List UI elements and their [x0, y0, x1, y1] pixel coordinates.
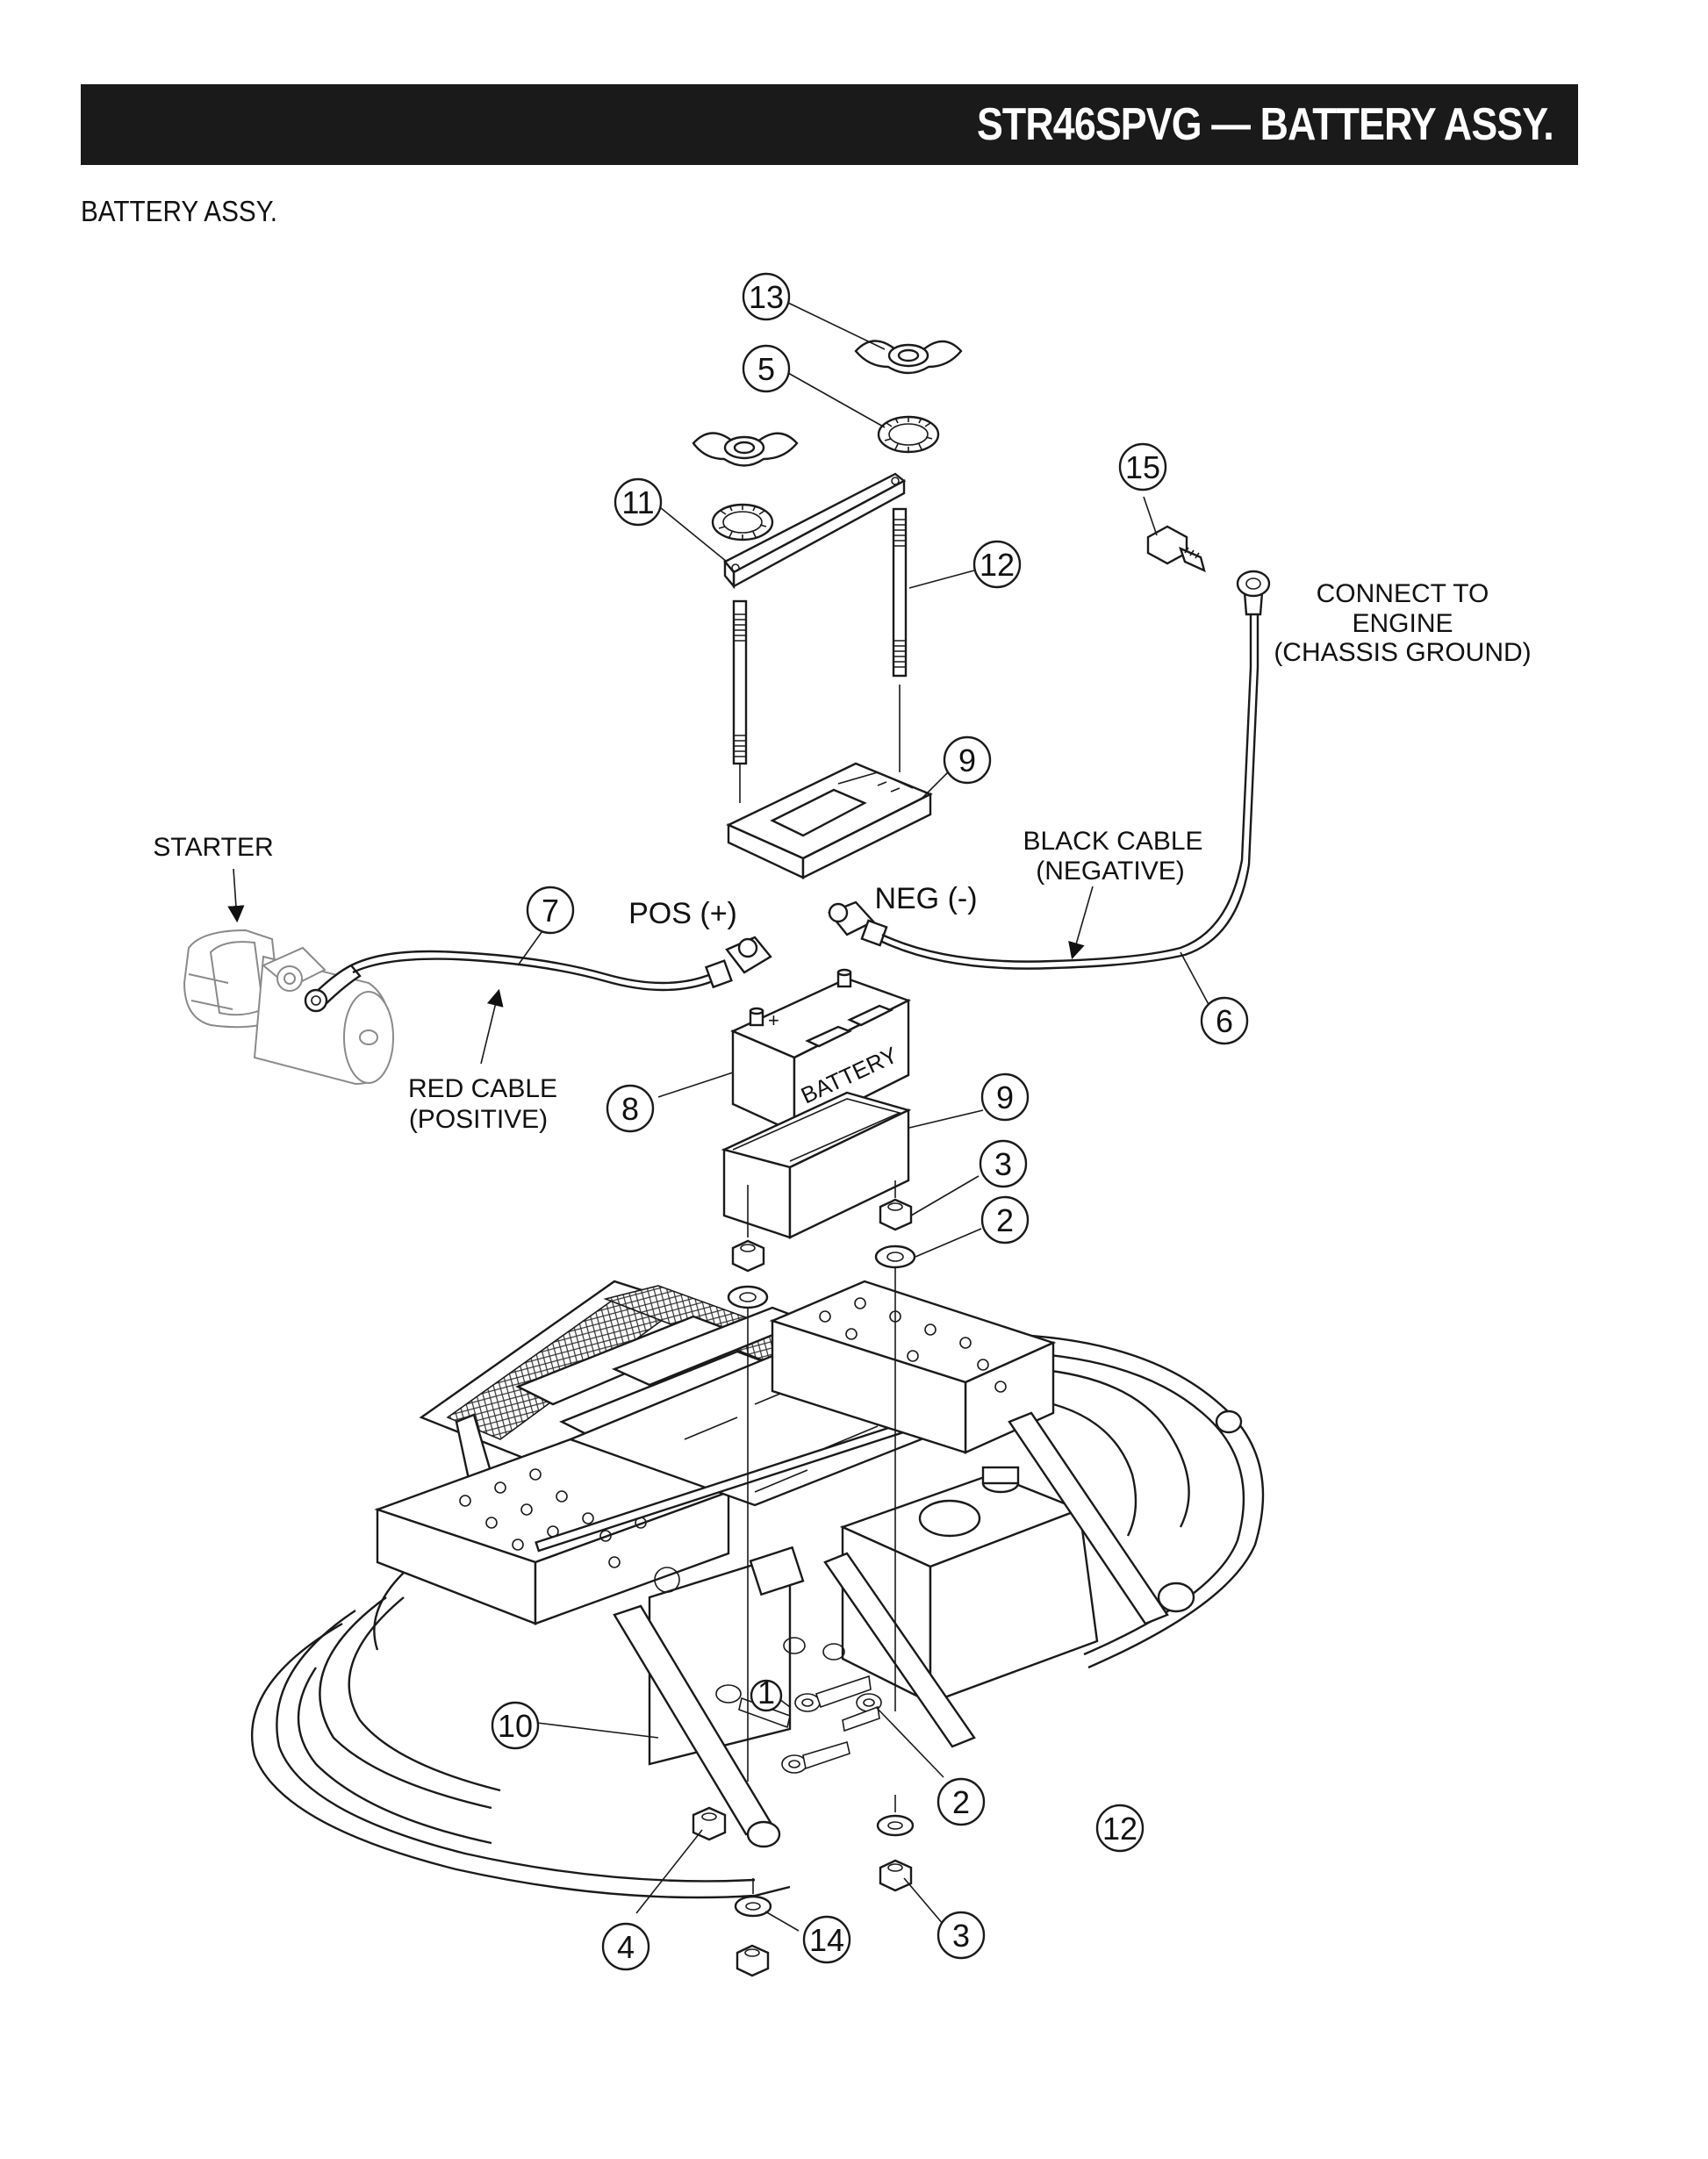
hold-down-bracket	[723, 472, 907, 590]
battery: + BATTERY	[730, 968, 912, 1134]
callout-1: 1	[750, 1675, 783, 1712]
starter-label: STARTER	[153, 833, 273, 862]
callout-9-upper: 9	[943, 735, 992, 785]
negative-cable	[828, 570, 1271, 970]
pos-label: POS (+)	[628, 897, 737, 930]
black-cable-sublabel: (NEGATIVE)	[1036, 857, 1184, 886]
connect-label-2: ENGINE	[1352, 609, 1453, 638]
callout-3-upper: 3	[979, 1139, 1028, 1188]
svg-text:4: 4	[617, 1929, 635, 1965]
battery-plus-sign: +	[768, 1009, 779, 1031]
washer-2-upper	[874, 1244, 916, 1269]
lock-washer-left	[711, 503, 774, 542]
svg-text:2: 2	[952, 1784, 970, 1820]
svg-text:10: 10	[498, 1708, 533, 1744]
nut-3-upper	[879, 1198, 913, 1231]
section-subtitle: BATTERY ASSY.	[81, 195, 277, 227]
lock-washer-5	[877, 415, 940, 454]
svg-text:12: 12	[1102, 1811, 1137, 1847]
callout-13: 13	[742, 272, 791, 321]
callout-11: 11	[614, 477, 663, 527]
callout-4: 4	[601, 1922, 650, 1971]
threaded-rod-left	[732, 599, 748, 765]
callout-2-upper: 2	[980, 1195, 1030, 1244]
nut-lower-bottom	[736, 1944, 770, 1977]
svg-text:12: 12	[980, 547, 1015, 583]
nut-3-lower	[879, 1859, 913, 1892]
battery-tray	[721, 1091, 912, 1239]
callout-12-upper: 12	[972, 540, 1022, 589]
nut-upper-left	[731, 1239, 765, 1273]
svg-text:11: 11	[621, 484, 654, 520]
svg-text:9: 9	[958, 742, 976, 778]
washer-upper-left	[727, 1285, 769, 1309]
red-cable-label: RED CABLE	[408, 1074, 557, 1103]
neg-label: NEG (-)	[874, 882, 977, 915]
callout-5: 5	[742, 344, 791, 393]
svg-text:15: 15	[1125, 449, 1160, 485]
black-cable-label: BLACK CABLE	[1023, 827, 1202, 856]
callout-9-lower: 9	[980, 1072, 1030, 1122]
positive-cable	[304, 936, 772, 1013]
page-title: STR46SPVG — BATTERY ASSY.	[977, 99, 1554, 150]
svg-text:5: 5	[757, 351, 775, 387]
connect-label-3: (CHASSIS GROUND)	[1274, 638, 1531, 667]
deck-frame	[250, 1268, 1265, 1899]
lock-washer-14	[734, 1895, 772, 1918]
callout-2-lower: 2	[937, 1777, 986, 1826]
ground-bolt	[1146, 525, 1206, 573]
battery-cover-top	[726, 762, 933, 879]
callout-12-lower: 12	[1095, 1804, 1145, 1853]
svg-text:9: 9	[996, 1080, 1014, 1115]
callout-8: 8	[606, 1084, 655, 1133]
svg-text:2: 2	[996, 1202, 1014, 1238]
red-cable-sublabel: (POSITIVE)	[409, 1105, 548, 1134]
wing-nut-left	[692, 432, 799, 467]
svg-text:3: 3	[994, 1146, 1012, 1182]
callout-10: 10	[491, 1701, 540, 1750]
wing-nut-13	[854, 340, 963, 375]
callout-14: 14	[802, 1915, 851, 1964]
threaded-rod-right	[892, 507, 908, 678]
lock-washer-3-lower	[876, 1814, 915, 1837]
header-bar: STR46SPVG — BATTERY ASSY.	[81, 84, 1578, 165]
callout-6: 6	[1200, 996, 1249, 1045]
svg-text:14: 14	[809, 1922, 844, 1958]
svg-text:3: 3	[952, 1918, 970, 1954]
svg-text:7: 7	[542, 893, 559, 929]
callout-7: 7	[526, 886, 575, 935]
callout-3-lower: 3	[937, 1911, 986, 1960]
svg-text:8: 8	[621, 1091, 639, 1127]
starter-motor	[183, 929, 394, 1086]
callout-15: 15	[1118, 442, 1167, 491]
callout-leaders	[227, 302, 1212, 1932]
svg-text:6: 6	[1216, 1003, 1233, 1039]
svg-text:13: 13	[749, 279, 784, 315]
connect-label-1: CONNECT TO	[1317, 579, 1489, 608]
svg-text:1: 1	[757, 1675, 775, 1711]
